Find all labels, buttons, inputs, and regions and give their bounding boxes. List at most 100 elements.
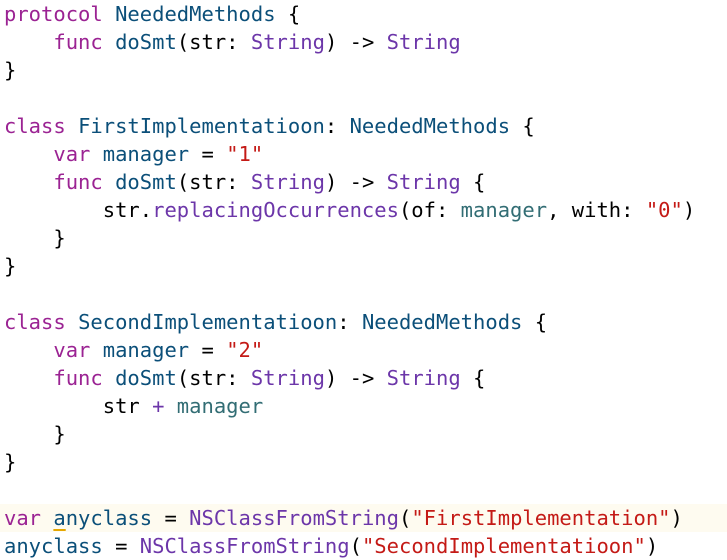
code-line[interactable]: } — [0, 224, 727, 252]
code-token-type: String — [250, 170, 325, 194]
code-token-plain — [103, 2, 115, 26]
code-line[interactable]: anyclass = NSClassFromString("SecondImpl… — [0, 532, 727, 560]
code-token-plain: = — [189, 142, 227, 166]
code-token-plain: } — [4, 254, 17, 278]
code-token-plain: ) -> — [324, 170, 387, 194]
code-token-type-decl: SecondImplementatioon — [78, 310, 338, 334]
code-token-plain — [103, 30, 115, 54]
code-line[interactable]: } — [0, 56, 727, 84]
code-token-plain: { — [510, 114, 535, 138]
code-token-plain — [103, 170, 115, 194]
code-token-keyword: class — [4, 114, 66, 138]
code-token-plain — [4, 170, 53, 194]
code-line[interactable]: func doSmt(str: String) -> String — [0, 28, 727, 56]
code-line[interactable] — [0, 84, 727, 112]
code-token-plain: } — [4, 58, 17, 82]
code-line[interactable]: func doSmt(str: String) -> String { — [0, 168, 727, 196]
code-token-type: String — [250, 366, 325, 390]
code-token-keyword: var — [4, 506, 42, 530]
code-token-plain: = — [189, 338, 227, 362]
code-token-plain: : — [324, 114, 350, 138]
code-token-type: replacingOccurrences — [152, 198, 399, 222]
code-token-type: String — [250, 30, 325, 54]
code-token-plain: = — [102, 534, 140, 558]
code-token-plain — [103, 366, 115, 390]
code-token-plain — [90, 338, 102, 362]
code-token-plain: ) — [645, 534, 659, 558]
code-token-type-decl: NeededMethods — [115, 2, 276, 26]
code-token-type-decl: FirstImplementatioon — [78, 114, 325, 138]
code-token-string: "1" — [226, 142, 264, 166]
code-token-plain — [41, 506, 53, 530]
code-line[interactable]: class SecondImplementatioon: NeededMetho… — [0, 308, 727, 336]
code-token-property: manager — [176, 394, 264, 418]
code-token-type: NSClassFromString — [189, 506, 399, 530]
code-line[interactable]: class FirstImplementatioon: NeededMethod… — [0, 112, 727, 140]
code-line[interactable]: func doSmt(str: String) -> String { — [0, 364, 727, 392]
code-token-plain: } — [4, 422, 66, 446]
code-line[interactable]: var manager = "1" — [0, 140, 727, 168]
code-token-plain: ) — [682, 198, 696, 222]
code-line[interactable]: } — [0, 420, 727, 448]
code-token-plain — [4, 338, 53, 362]
code-token-keyword: protocol — [4, 2, 103, 26]
code-token-plain: str. — [4, 198, 153, 222]
code-token-plain — [90, 142, 102, 166]
code-token-type: + — [152, 394, 165, 418]
code-token-string: "FirstImplementation" — [411, 506, 671, 530]
code-token-type-decl: manager — [102, 142, 190, 166]
code-line[interactable]: var manager = "2" — [0, 336, 727, 364]
code-token-plain: } — [4, 450, 17, 474]
code-token-keyword: func — [53, 30, 103, 54]
code-line[interactable]: str + manager — [0, 392, 727, 420]
code-token-type-decl: NeededMethods — [361, 310, 523, 334]
code-token-plain: { — [460, 170, 486, 194]
code-line[interactable]: } — [0, 252, 727, 280]
code-token-plain — [66, 114, 78, 138]
code-line[interactable] — [0, 280, 727, 308]
code-line[interactable]: } — [0, 448, 727, 476]
code-token-type: String — [386, 30, 461, 54]
code-token-type: String — [386, 366, 461, 390]
code-token-plain — [4, 142, 53, 166]
code-token-keyword: class — [4, 310, 66, 334]
code-token-plain: , with: — [547, 198, 646, 222]
code-token-type: String — [386, 170, 461, 194]
code-token-plain: { — [460, 366, 486, 390]
code-line[interactable] — [0, 476, 727, 504]
code-line-current[interactable]: var anyclass = NSClassFromString("FirstI… — [0, 504, 727, 532]
code-token-keyword: var — [53, 338, 91, 362]
code-token-type-decl: doSmt — [115, 30, 177, 54]
code-token-plain — [66, 310, 78, 334]
code-token-string: "0" — [645, 198, 683, 222]
code-token-type-decl: manager — [102, 338, 190, 362]
code-token-plain: ) — [670, 506, 683, 530]
code-line[interactable]: protocol NeededMethods { — [0, 0, 727, 28]
code-token-plain: ( — [398, 506, 412, 530]
code-token-plain: { — [275, 2, 301, 26]
code-token-plain: ) -> — [324, 366, 387, 390]
code-token-plain: ) -> — [324, 30, 387, 54]
code-token-plain: { — [522, 310, 548, 334]
code-token-plain — [4, 366, 53, 390]
code-token-string: "SecondImplementatioon" — [361, 534, 646, 558]
code-token-plain: (of: — [398, 198, 461, 222]
code-line[interactable]: str.replacingOccurrences(of: manager, wi… — [0, 196, 727, 224]
code-token-keyword: func — [53, 170, 103, 194]
code-token-type-decl: nyclass — [65, 506, 153, 530]
warning-underline-token: a — [53, 506, 66, 530]
code-token-plain: = — [152, 506, 190, 530]
code-token-type-decl: doSmt — [115, 170, 177, 194]
code-token-plain: (str: — [176, 366, 251, 390]
code-token-type-decl: NeededMethods — [349, 114, 511, 138]
code-token-string: "2" — [226, 338, 264, 362]
code-token-plain — [164, 394, 176, 418]
code-token-type-decl: doSmt — [115, 366, 177, 390]
code-token-plain: : — [337, 310, 362, 334]
code-token-plain: } — [4, 226, 66, 250]
code-token-property: manager — [460, 198, 548, 222]
code-token-plain: (str: — [176, 170, 251, 194]
code-token-plain: (str: — [176, 30, 251, 54]
code-token-type-decl: anyclass — [4, 534, 103, 558]
